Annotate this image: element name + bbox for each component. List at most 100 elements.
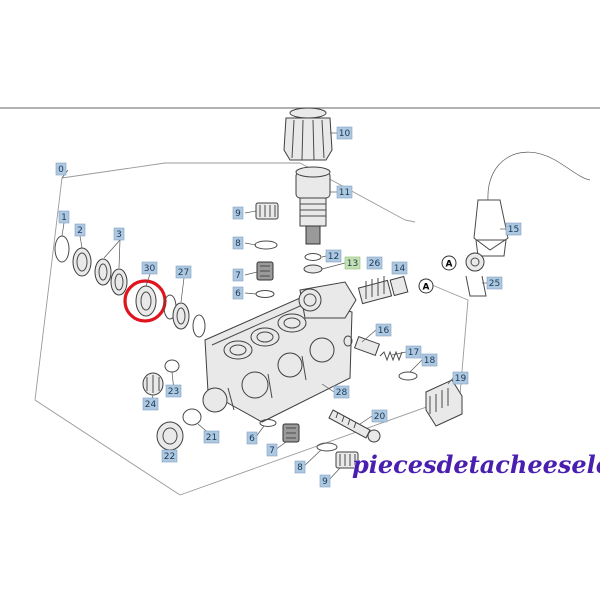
oring-21 [182,408,202,426]
callout-box [232,268,244,282]
callout-number: 10 [339,129,351,139]
callout-number: 3 [116,230,122,240]
callout-box [405,345,422,359]
spring-17 [379,350,403,362]
pump-head-body [202,297,353,423]
oring-12-13 [303,253,323,274]
callout-box [486,276,503,290]
svg-text:A: A [446,260,453,270]
callout-box [74,223,86,237]
fitting-14 [357,275,409,305]
callout-box [371,409,388,423]
callout-9: 9 [232,206,244,220]
callout-number: 28 [336,388,348,398]
callout-number: 18 [424,356,436,366]
callout-2: 2 [74,223,86,237]
callout-6: 6 [232,286,244,300]
callout-number: 0 [58,165,64,175]
callout-22: 22 [161,449,178,463]
unloader-valve [295,166,331,245]
callout-25: 25 [486,276,503,290]
callout-box [203,430,220,444]
callout-10: 10 [336,126,353,140]
oring-6-top [255,290,275,298]
callout-16: 16 [375,323,392,337]
callout-box [142,397,159,411]
callout-number: 9 [322,477,328,487]
callout-15: 15 [505,222,522,236]
callout-box [319,474,331,488]
callout-6: 6 [246,431,258,445]
plug-22 [156,421,184,451]
callout-box [161,449,178,463]
callout-number: 24 [145,400,157,410]
bolt-20 [328,409,381,443]
callout-box [175,265,192,279]
callout-box [366,256,383,270]
connector-mark-a-2: A [418,278,434,294]
callout-8: 8 [294,460,306,474]
callout-9: 9 [319,474,331,488]
callout-number: 23 [168,387,179,397]
callout-box [391,261,408,275]
callout-number: 27 [178,268,189,278]
callout-number: 19 [455,374,467,384]
callout-18: 18 [421,353,438,367]
callout-box [266,443,278,457]
callout-box [375,323,392,337]
callout-box [232,236,244,250]
callout-box [452,371,469,385]
callout-box [336,126,353,140]
callout-number: 9 [235,209,241,219]
callout-7: 7 [266,443,278,457]
oring-8-top [254,240,278,250]
callout-number: 8 [297,463,303,473]
callout-20: 20 [371,409,388,423]
callout-box [58,210,70,224]
callout-3: 3 [113,227,125,241]
frame-top-edge [61,162,416,223]
callout-box [344,256,361,270]
inlet-fitting-19 [425,379,463,427]
callout-number: 22 [164,452,175,462]
callout-12: 12 [325,249,342,263]
callout-19: 19 [452,371,469,385]
oring-6-bottom [259,419,277,427]
check-valve-7-top [256,261,274,281]
callout-1: 1 [58,210,70,224]
callout-box [336,185,353,199]
oring-18 [398,371,418,381]
callout-11: 11 [336,185,353,199]
callout-17: 17 [405,345,422,359]
callout-box [55,162,67,176]
callout-number: 6 [235,289,241,299]
callout-14: 14 [391,261,408,275]
callout-box [113,227,125,241]
svg-text:A: A [423,283,430,293]
bypass-valve-16 [343,335,381,357]
watermark-text: piecesdetacheeselec.com [352,450,600,479]
callout-box [232,286,244,300]
callout-number: 7 [269,446,275,456]
callout-box [165,384,182,398]
callout-number: 13 [347,259,358,269]
callout-number: 7 [235,271,241,281]
oring-8-bottom [316,442,338,452]
callout-box [246,431,258,445]
callout-number: 8 [235,239,241,249]
callout-number: 26 [369,259,381,269]
oring-23 [164,359,180,373]
frame-left-edge [34,177,181,496]
callout-13: 13 [344,256,361,270]
callout-26: 26 [366,256,383,270]
control-knob [283,107,333,161]
callout-number: 11 [339,188,350,198]
callout-0: 0 [55,162,67,176]
connector-mark-a-1: A [441,255,457,271]
callout-box [333,385,350,399]
callout-box [232,206,244,220]
callout-number: 14 [394,264,406,274]
drain-plug-24 [142,372,164,396]
seal-30 [135,285,157,317]
